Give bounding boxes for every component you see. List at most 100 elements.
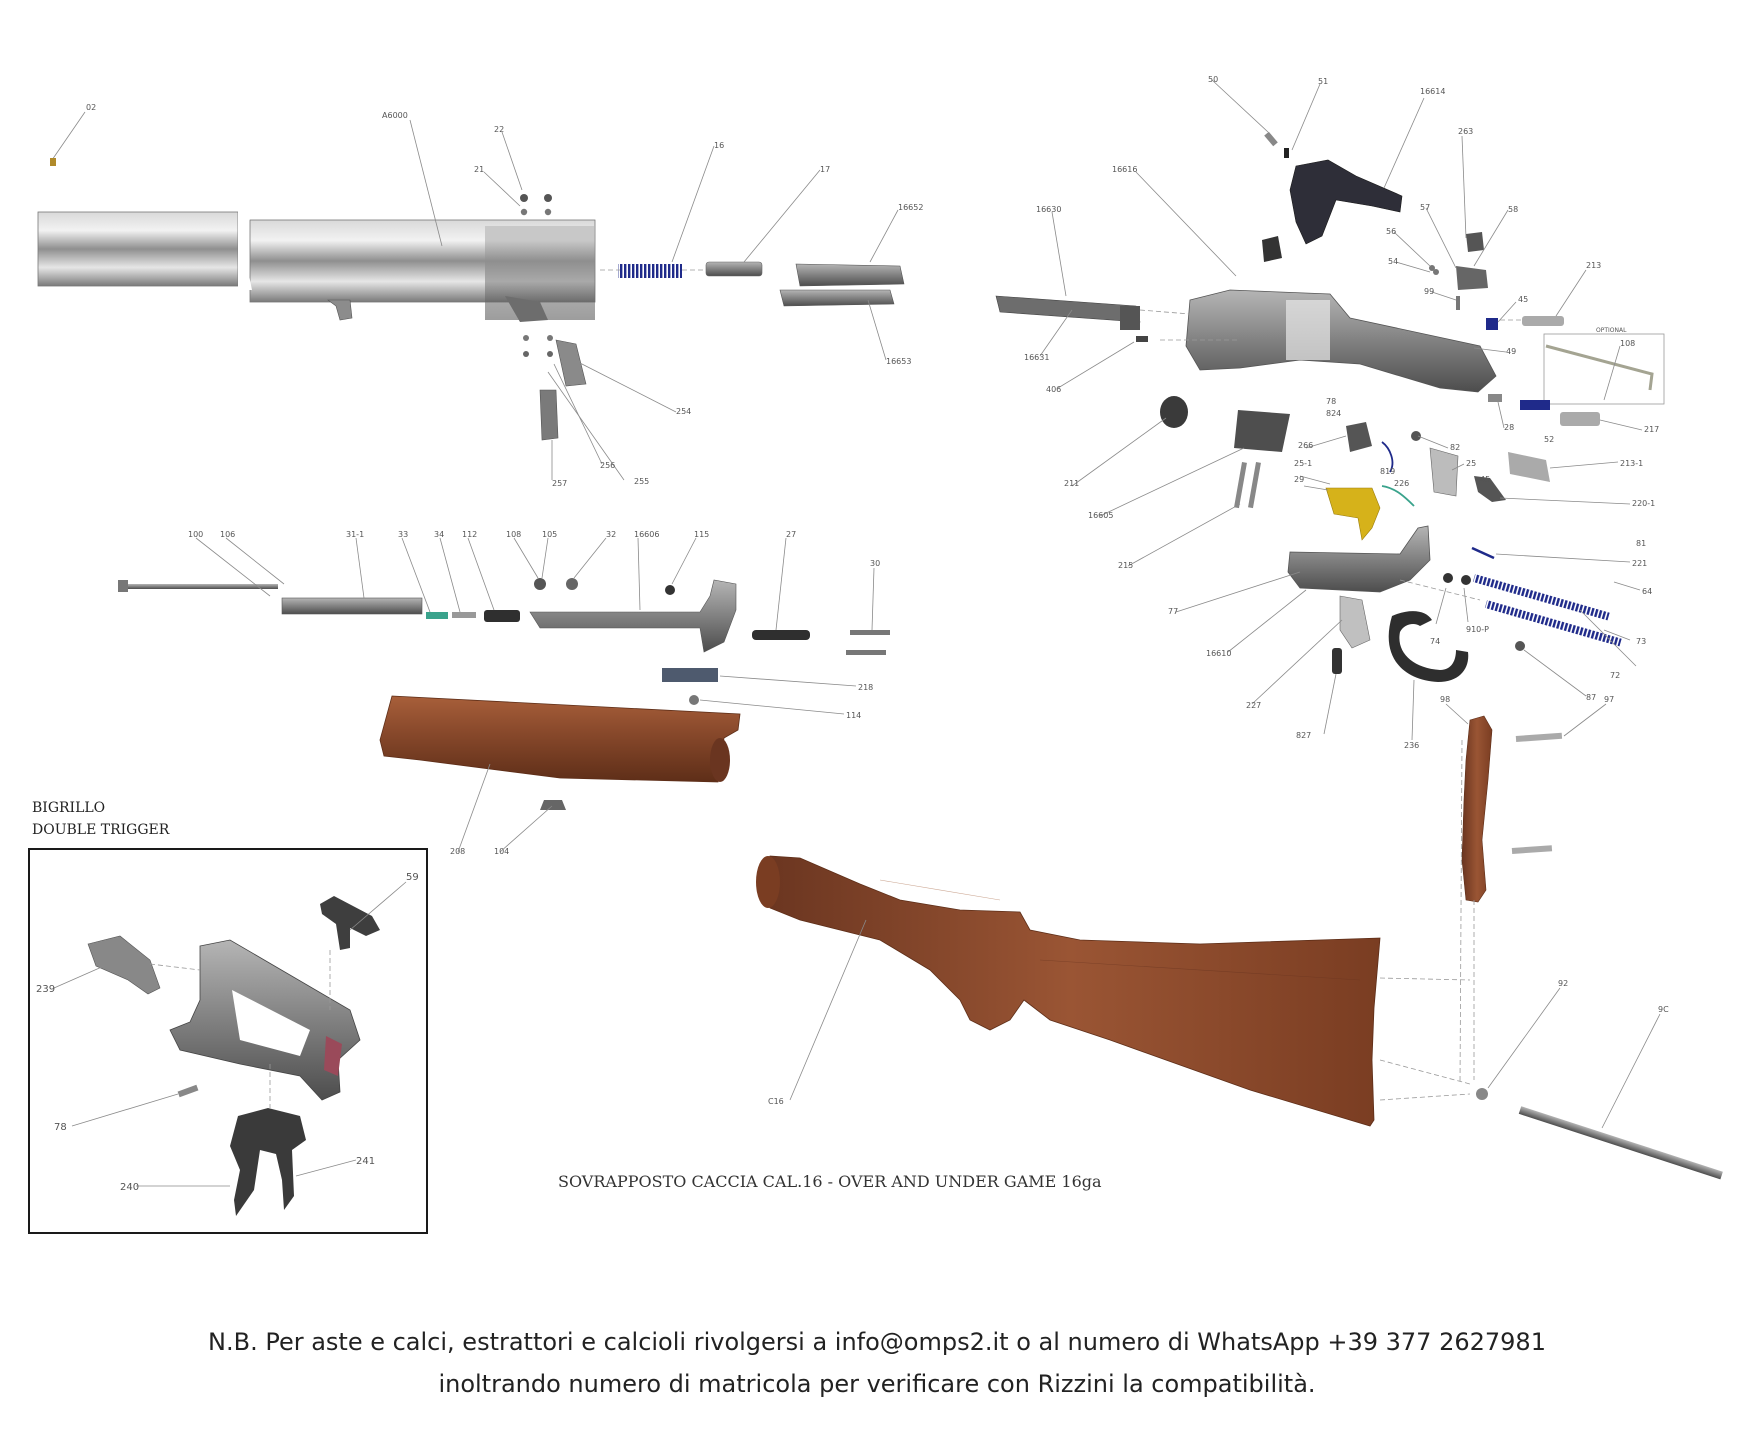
part-21-screw	[544, 194, 552, 202]
part-215-pin	[1234, 462, 1247, 509]
label-16606: 16606	[634, 530, 659, 539]
label-227: 227	[1246, 701, 1261, 710]
part-52	[1520, 400, 1550, 410]
part-33-spring	[426, 612, 448, 619]
part-74	[1443, 573, 1453, 583]
label-208: 208	[450, 847, 465, 856]
part-114-screw	[689, 695, 699, 705]
label-31-1: 31-1	[346, 530, 364, 539]
part-16610-receiver	[1185, 289, 1497, 393]
action-labels: 50 51 16614 263 16616 16630 57 58 56 54 …	[1024, 75, 1659, 750]
label-16652: 16652	[898, 203, 923, 212]
barrel-labels: 02 A6000 22 21 16 17 16652 16653 254 256…	[86, 103, 923, 488]
barrel-hook	[327, 299, 353, 321]
label-16605: 16605	[1088, 511, 1113, 520]
part-56	[1429, 265, 1435, 271]
label-213: 213	[1586, 261, 1601, 270]
label-51: 51	[1318, 77, 1328, 86]
part-25	[1429, 447, 1459, 497]
part-16630-rib	[995, 295, 1141, 323]
label-33: 33	[398, 530, 408, 539]
label-100: 100	[188, 530, 203, 539]
part-trigger-gold	[1325, 487, 1381, 541]
part-16606-forend-iron	[529, 579, 737, 653]
label-54: 54	[1388, 257, 1398, 266]
label-16616: 16616	[1112, 165, 1137, 174]
barrel-group	[37, 111, 905, 481]
part-50	[1264, 131, 1278, 147]
label-824: 824	[1326, 409, 1341, 418]
label-58: 58	[1508, 205, 1518, 214]
label-16630: 16630	[1036, 205, 1061, 214]
part-16605	[1234, 410, 1290, 452]
part-77-trigger-plate	[1287, 525, 1431, 593]
label-406: 406	[1046, 385, 1061, 394]
label-21: 21	[474, 165, 484, 174]
label-64: 64	[1642, 587, 1652, 596]
part-406	[1136, 336, 1148, 342]
forend-wood-group	[379, 695, 741, 853]
diagram-caption: SOVRAPPOSTO CACCIA CAL.16 - OVER AND UND…	[558, 1172, 1102, 1191]
part-211	[1160, 396, 1188, 428]
part-217	[1560, 412, 1600, 426]
label-827: 827	[1296, 731, 1311, 740]
footer-note-line2: inoltrando numero di matricola per verif…	[438, 1370, 1316, 1398]
part-27	[752, 630, 810, 640]
part-16-spring	[618, 264, 682, 278]
label-27: 27	[786, 530, 796, 539]
label-16: 16	[714, 141, 724, 150]
part-213-1	[1508, 452, 1550, 482]
label-49: 49	[1506, 347, 1516, 356]
label-213-1: 213-1	[1620, 459, 1643, 468]
label-211: 211	[1064, 479, 1079, 488]
part-115	[665, 585, 675, 595]
part-30-screw	[850, 630, 890, 635]
part-64-spring	[1472, 574, 1610, 621]
part-c16-stock	[759, 855, 1381, 1127]
label-optional: OPTIONAL	[1596, 327, 1627, 334]
part-236-trigger-guard	[1388, 611, 1469, 682]
label-97: 97	[1604, 695, 1614, 704]
part-819	[1381, 441, 1394, 473]
label-16614: 16614	[1420, 87, 1445, 96]
label-106: 106	[220, 530, 235, 539]
part-17-pin	[705, 261, 763, 277]
label-108: 108	[506, 530, 521, 539]
part-16653-ejector	[779, 289, 895, 307]
label-87: 87	[1586, 693, 1596, 702]
part-51	[1284, 148, 1289, 158]
part-31-1	[281, 597, 423, 615]
label-56: 56	[1386, 227, 1396, 236]
part-105	[534, 578, 546, 590]
part-28	[1488, 394, 1502, 402]
label-218: 218	[858, 683, 873, 692]
label-98: 98	[1440, 695, 1450, 704]
part-22-screw	[520, 194, 528, 202]
part-108-optional	[1545, 344, 1654, 391]
label-29: 29	[1294, 475, 1304, 484]
label-115: 115	[694, 530, 709, 539]
label-25-1: 25-1	[1294, 459, 1312, 468]
part-218-plate	[662, 668, 718, 682]
part-827	[1332, 648, 1342, 674]
label-30: 30	[870, 559, 880, 568]
part-226-spring	[1381, 485, 1415, 507]
label-99: 99	[1424, 287, 1434, 296]
label-78: 78	[1326, 397, 1336, 406]
label-57: 57	[1420, 203, 1430, 212]
label-32: 32	[606, 530, 616, 539]
inset-double-trigger	[53, 881, 407, 1216]
label-239: 239	[36, 984, 55, 995]
label-a6000: A6000	[382, 111, 408, 120]
part-227	[1339, 595, 1371, 649]
stock-group	[756, 703, 1723, 1180]
part-9c-through-bolt	[1518, 1106, 1723, 1180]
label-105: 105	[542, 530, 557, 539]
label-28: 28	[1504, 423, 1514, 432]
barrel-lug	[505, 296, 548, 322]
label-16653: 16653	[886, 357, 911, 366]
label-112: 112	[462, 530, 477, 539]
part-257	[539, 389, 559, 441]
label-92: 92	[1558, 979, 1568, 988]
